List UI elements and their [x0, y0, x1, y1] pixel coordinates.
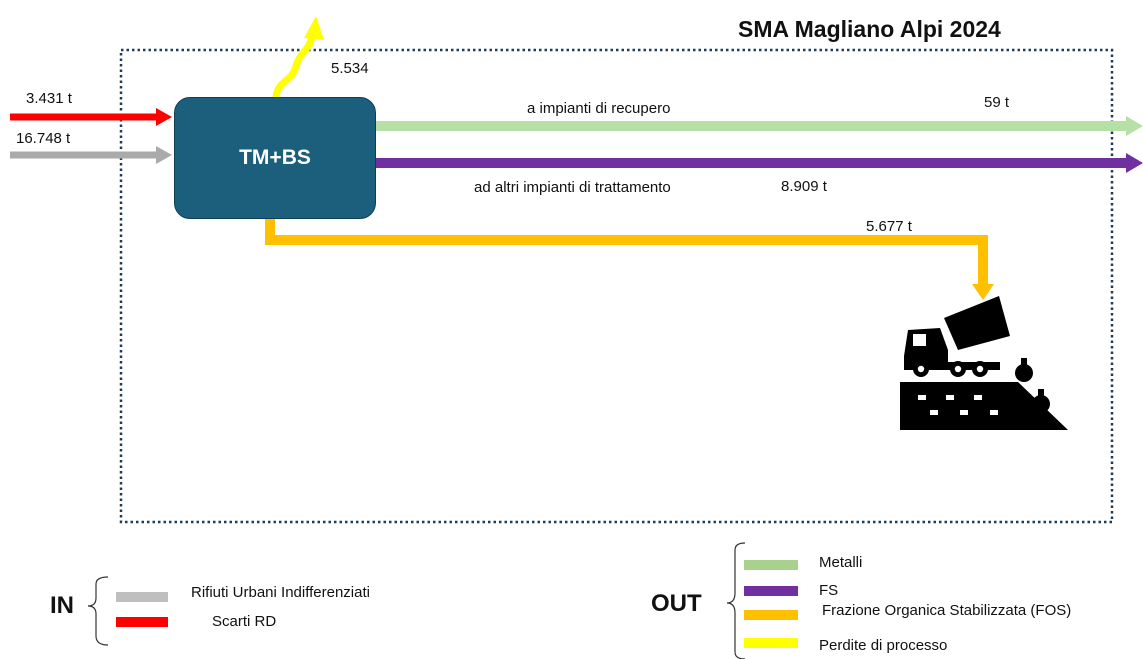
process-node-tm-bs: TM+BS	[174, 97, 376, 219]
treatment-label: ad altri impianti di trattamento	[474, 179, 671, 196]
legend-item-fos: Frazione Organica Stabilizzata (FOS)	[822, 602, 1072, 619]
losses-arrow	[272, 16, 324, 98]
diagram-title: SMA Magliano Alpi 2024	[738, 16, 1001, 42]
recovery-arrow	[376, 116, 1143, 136]
legend-swatch-metalli	[744, 560, 798, 570]
legend-item-rui: Rifiuti Urbani Indifferenziati	[191, 584, 370, 601]
process-node-label: TM+BS	[239, 146, 311, 169]
treatment-arrow	[376, 153, 1143, 173]
fos-arrow	[265, 219, 994, 300]
legend-item-fs: FS	[819, 582, 839, 599]
landfill-truck-icon	[900, 296, 1068, 430]
input-scarti-rd-value: 3.431 t	[26, 90, 72, 107]
input-arrow-rui	[10, 146, 172, 164]
legend-swatch-fos	[744, 610, 798, 620]
treatment-value: 8.909 t	[781, 178, 827, 195]
losses-value: 5.534	[331, 60, 369, 77]
legend-out-heading: OUT	[651, 590, 702, 617]
system-boundary	[119, 48, 1114, 524]
legend-out-brace	[726, 542, 746, 659]
legend-item-scarti-rd: Scarti RD	[212, 613, 277, 630]
legend-swatch-rui	[116, 592, 168, 602]
legend-in-heading: IN	[50, 592, 74, 619]
legend-item-perdite: Perdite di processo	[819, 637, 948, 654]
legend-in-brace	[87, 576, 109, 646]
legend-swatch-fs	[744, 586, 798, 596]
legend-item-metalli: Metalli	[819, 554, 863, 571]
input-arrow-scarti-rd	[10, 108, 172, 126]
legend-swatch-perdite	[744, 638, 798, 648]
input-rui-value: 16.748 t	[16, 130, 71, 147]
recovery-label: a impianti di recupero	[527, 100, 671, 117]
fos-value: 5.677 t	[866, 218, 912, 235]
recovery-value: 59 t	[984, 94, 1010, 111]
legend-swatch-scarti-rd	[116, 617, 168, 627]
